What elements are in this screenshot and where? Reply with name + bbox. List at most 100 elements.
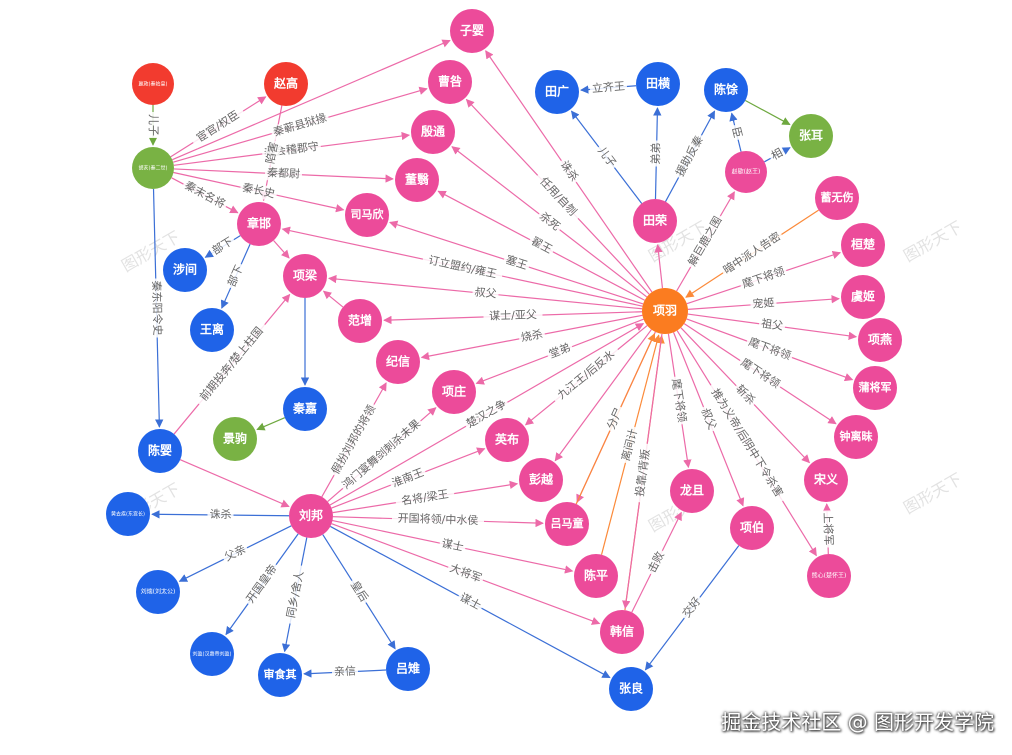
node-circle[interactable] xyxy=(600,610,644,654)
node-circle[interactable] xyxy=(804,458,848,502)
node-xiangbo[interactable]: 项伯 xyxy=(730,506,774,550)
node-xiangliang[interactable]: 项梁 xyxy=(283,254,327,298)
node-caojiu[interactable]: 曹咎 xyxy=(428,60,472,104)
node-circle[interactable] xyxy=(841,223,885,267)
node-huhai[interactable]: 胡亥(秦二世) xyxy=(132,147,174,189)
node-zhanghan[interactable]: 章邯 xyxy=(237,202,281,246)
node-chenying[interactable]: 陈婴 xyxy=(138,429,182,473)
node-qinjia[interactable]: 秦嘉 xyxy=(283,387,327,431)
node-circle[interactable] xyxy=(258,653,302,697)
node-zhaoxie[interactable]: 赵歇(赵王) xyxy=(725,151,767,193)
node-lumatong[interactable]: 吕马童 xyxy=(545,502,589,546)
node-xiangyan[interactable]: 项燕 xyxy=(858,318,902,362)
node-simaxin[interactable]: 司马欣 xyxy=(345,193,389,237)
node-shenshiqi[interactable]: 审食其 xyxy=(258,653,302,697)
node-circle[interactable] xyxy=(485,418,529,462)
node-circle[interactable] xyxy=(725,151,767,193)
node-circle[interactable] xyxy=(807,554,851,598)
node-circle[interactable] xyxy=(834,415,878,459)
node-tianrong[interactable]: 田荣 xyxy=(633,199,677,243)
node-dongyi[interactable]: 董翳 xyxy=(395,158,439,202)
node-yuji[interactable]: 虞姬 xyxy=(841,275,885,319)
node-circle[interactable] xyxy=(609,667,653,711)
node-circle[interactable] xyxy=(670,469,714,513)
node-circle[interactable] xyxy=(636,62,680,106)
node-chenyu[interactable]: 陈馀 xyxy=(704,68,748,112)
node-jingju[interactable]: 景驹 xyxy=(213,417,257,461)
node-circle[interactable] xyxy=(132,63,174,105)
node-longju[interactable]: 龙且 xyxy=(670,469,714,513)
node-circle[interactable] xyxy=(132,147,174,189)
node-wangli[interactable]: 王离 xyxy=(190,308,234,352)
node-circle[interactable] xyxy=(858,318,902,362)
node-xiangzhuang[interactable]: 项庄 xyxy=(432,370,476,414)
node-fanzeng[interactable]: 范增 xyxy=(338,299,382,343)
node-circle[interactable] xyxy=(136,570,180,614)
node-circle[interactable] xyxy=(190,308,234,352)
node-circle[interactable] xyxy=(106,492,150,536)
node-huanchu[interactable]: 桓楚 xyxy=(841,223,885,267)
node-circle[interactable] xyxy=(289,494,333,538)
node-circle[interactable] xyxy=(338,299,382,343)
node-gaoyao[interactable]: 嬴政(秦始皇) xyxy=(132,63,174,105)
node-liutaigong[interactable]: 刘煓(刘太公) xyxy=(136,570,180,614)
node-circle[interactable] xyxy=(789,114,833,158)
node-circle[interactable] xyxy=(841,275,885,319)
node-yingbu[interactable]: 英布 xyxy=(485,418,529,462)
node-circle[interactable] xyxy=(450,9,494,53)
node-circle[interactable] xyxy=(237,202,281,246)
node-circle[interactable] xyxy=(730,506,774,550)
node-circle[interactable] xyxy=(432,370,476,414)
node-hanxin[interactable]: 韩信 xyxy=(600,610,644,654)
node-circle[interactable] xyxy=(519,458,563,502)
node-circle[interactable] xyxy=(283,254,327,298)
node-tianguang[interactable]: 田广 xyxy=(535,70,579,114)
node-pengyue[interactable]: 彭越 xyxy=(519,458,563,502)
node-liuying[interactable]: 刘盈(汉惠帝刘盈) xyxy=(190,632,234,676)
node-chenping[interactable]: 陈平 xyxy=(574,554,618,598)
node-zhangliang[interactable]: 张良 xyxy=(609,667,653,711)
node-yintong[interactable]: 殷通 xyxy=(411,110,455,154)
node-tianheng[interactable]: 田横 xyxy=(636,62,680,106)
node-xishuang[interactable]: 蓄无伤 xyxy=(815,176,859,220)
node-circle[interactable] xyxy=(386,647,430,691)
node-circle[interactable] xyxy=(190,632,234,676)
node-shejian[interactable]: 涉间 xyxy=(163,248,207,292)
node-ziying[interactable]: 子婴 xyxy=(450,9,494,53)
edge-label-background xyxy=(555,156,582,187)
node-circle[interactable] xyxy=(163,248,207,292)
edge-label-background xyxy=(696,404,720,434)
node-circle[interactable] xyxy=(345,193,389,237)
node-circle[interactable] xyxy=(213,417,257,461)
node-circle[interactable] xyxy=(642,288,688,334)
node-liubang[interactable]: 刘邦 xyxy=(289,494,333,538)
node-zhaogao[interactable]: 赵高 xyxy=(264,62,308,106)
node-zhanger[interactable]: 张耳 xyxy=(789,114,833,158)
node-puj[interactable]: 蒲将军 xyxy=(853,366,897,410)
node-circle[interactable] xyxy=(704,68,748,112)
edge-label-xiong-songyi: 上将军 xyxy=(819,510,836,548)
node-circle[interactable] xyxy=(545,502,589,546)
node-huangxi[interactable]: 黄去疾(东宫长) xyxy=(106,492,150,536)
node-circle[interactable] xyxy=(535,70,579,114)
node-jixin[interactable]: 纪信 xyxy=(376,340,420,384)
node-circle[interactable] xyxy=(815,176,859,220)
node-circle[interactable] xyxy=(853,366,897,410)
nodes-layer[interactable]: 子婴嬴政(秦始皇) 赵高 曹咎 田广 田横陈馀胡亥(秦二世) 殷通 张耳董翳 赵歇(赵王) 蓄无… xyxy=(106,9,902,711)
node-circle[interactable] xyxy=(633,199,677,243)
node-circle[interactable] xyxy=(138,429,182,473)
node-circle[interactable] xyxy=(411,110,455,154)
node-xiangyu[interactable]: 项羽 xyxy=(642,288,688,334)
node-circle[interactable] xyxy=(428,60,472,104)
node-circle[interactable] xyxy=(395,158,439,202)
node-xiong[interactable]: 熊心(楚怀王) xyxy=(807,554,851,598)
node-circle[interactable] xyxy=(264,62,308,106)
node-lvzhi[interactable]: 吕雉 xyxy=(386,647,430,691)
node-circle[interactable] xyxy=(283,387,327,431)
node-songyi[interactable]: 宋义 xyxy=(804,458,848,502)
edge-label-background xyxy=(719,228,786,279)
node-circle[interactable] xyxy=(376,340,420,384)
node-zhonglimei[interactable]: 钟离昧 xyxy=(834,415,878,459)
node-circle[interactable] xyxy=(574,554,618,598)
